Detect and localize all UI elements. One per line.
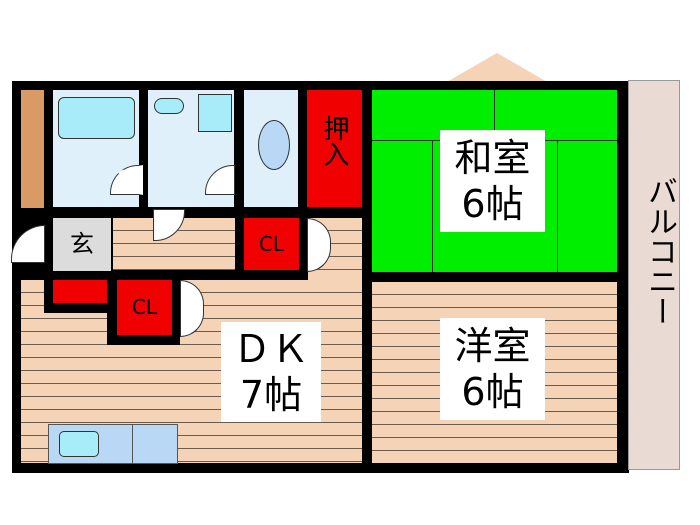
roof-bump [445,53,549,83]
kitchen-counter [48,424,178,464]
toilet-icon [258,120,290,170]
closet-2: CL [117,280,172,335]
storage-small [53,280,107,303]
kitchen-sink [59,431,99,457]
storage-closet [21,90,44,208]
balcony: バルコニー [628,80,680,470]
balcony-label: バルコニー [642,176,677,326]
oshiire-label: 押入 [319,115,349,167]
toilet-room [244,90,298,207]
bathtub [58,97,135,139]
sink [154,98,184,114]
genkan: 玄 [53,218,111,271]
oshiire: 押入 [307,90,362,207]
washing-machine [198,94,232,132]
closet-1: CL [244,218,299,270]
